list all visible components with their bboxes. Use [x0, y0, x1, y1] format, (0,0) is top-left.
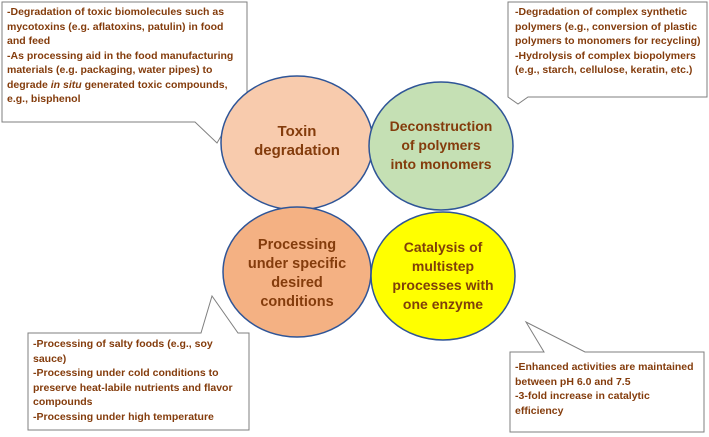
callout-box-top-left — [1, 1, 248, 144]
circle-label-processing: Processing under specific desired condit… — [247, 237, 347, 310]
callout-box-top-right — [507, 1, 708, 105]
box-top-left-line2: -As processing aid in the food manufactu… — [7, 49, 243, 107]
circle-label-deconstruction: Deconstruction of polymers into monomers — [389, 118, 493, 172]
box-text-bottom-right: -Enhanced activities are maintained betw… — [515, 361, 694, 417]
circle-catalysis — [370, 211, 516, 341]
circle-deconstruction — [368, 81, 514, 211]
callout-box-bottom-left — [27, 294, 250, 431]
box-text-top-left: -Degradation of toxic biomolecules such … — [7, 5, 243, 107]
circle-label-catalysis: Catalysis of multistep processes with on… — [392, 239, 494, 312]
box-top-left-line2-italic: in situ — [50, 78, 82, 91]
box-top-left-line1: -Degradation of toxic biomolecules such … — [7, 6, 225, 47]
box-text-top-right: -Degradation of complex synthetic polyme… — [515, 6, 701, 76]
circle-label-toxin: Toxin degradation — [254, 123, 340, 159]
callout-box-bottom-right — [509, 320, 705, 433]
box-top-left-line2-before: -As processing aid in the food manufactu… — [7, 49, 234, 91]
box-text-bottom-left: -Processing of salty foods (e.g., soy sa… — [33, 338, 233, 423]
box-top-left-line2-after: generated toxic compounds, e.g., bisphen… — [7, 78, 228, 106]
